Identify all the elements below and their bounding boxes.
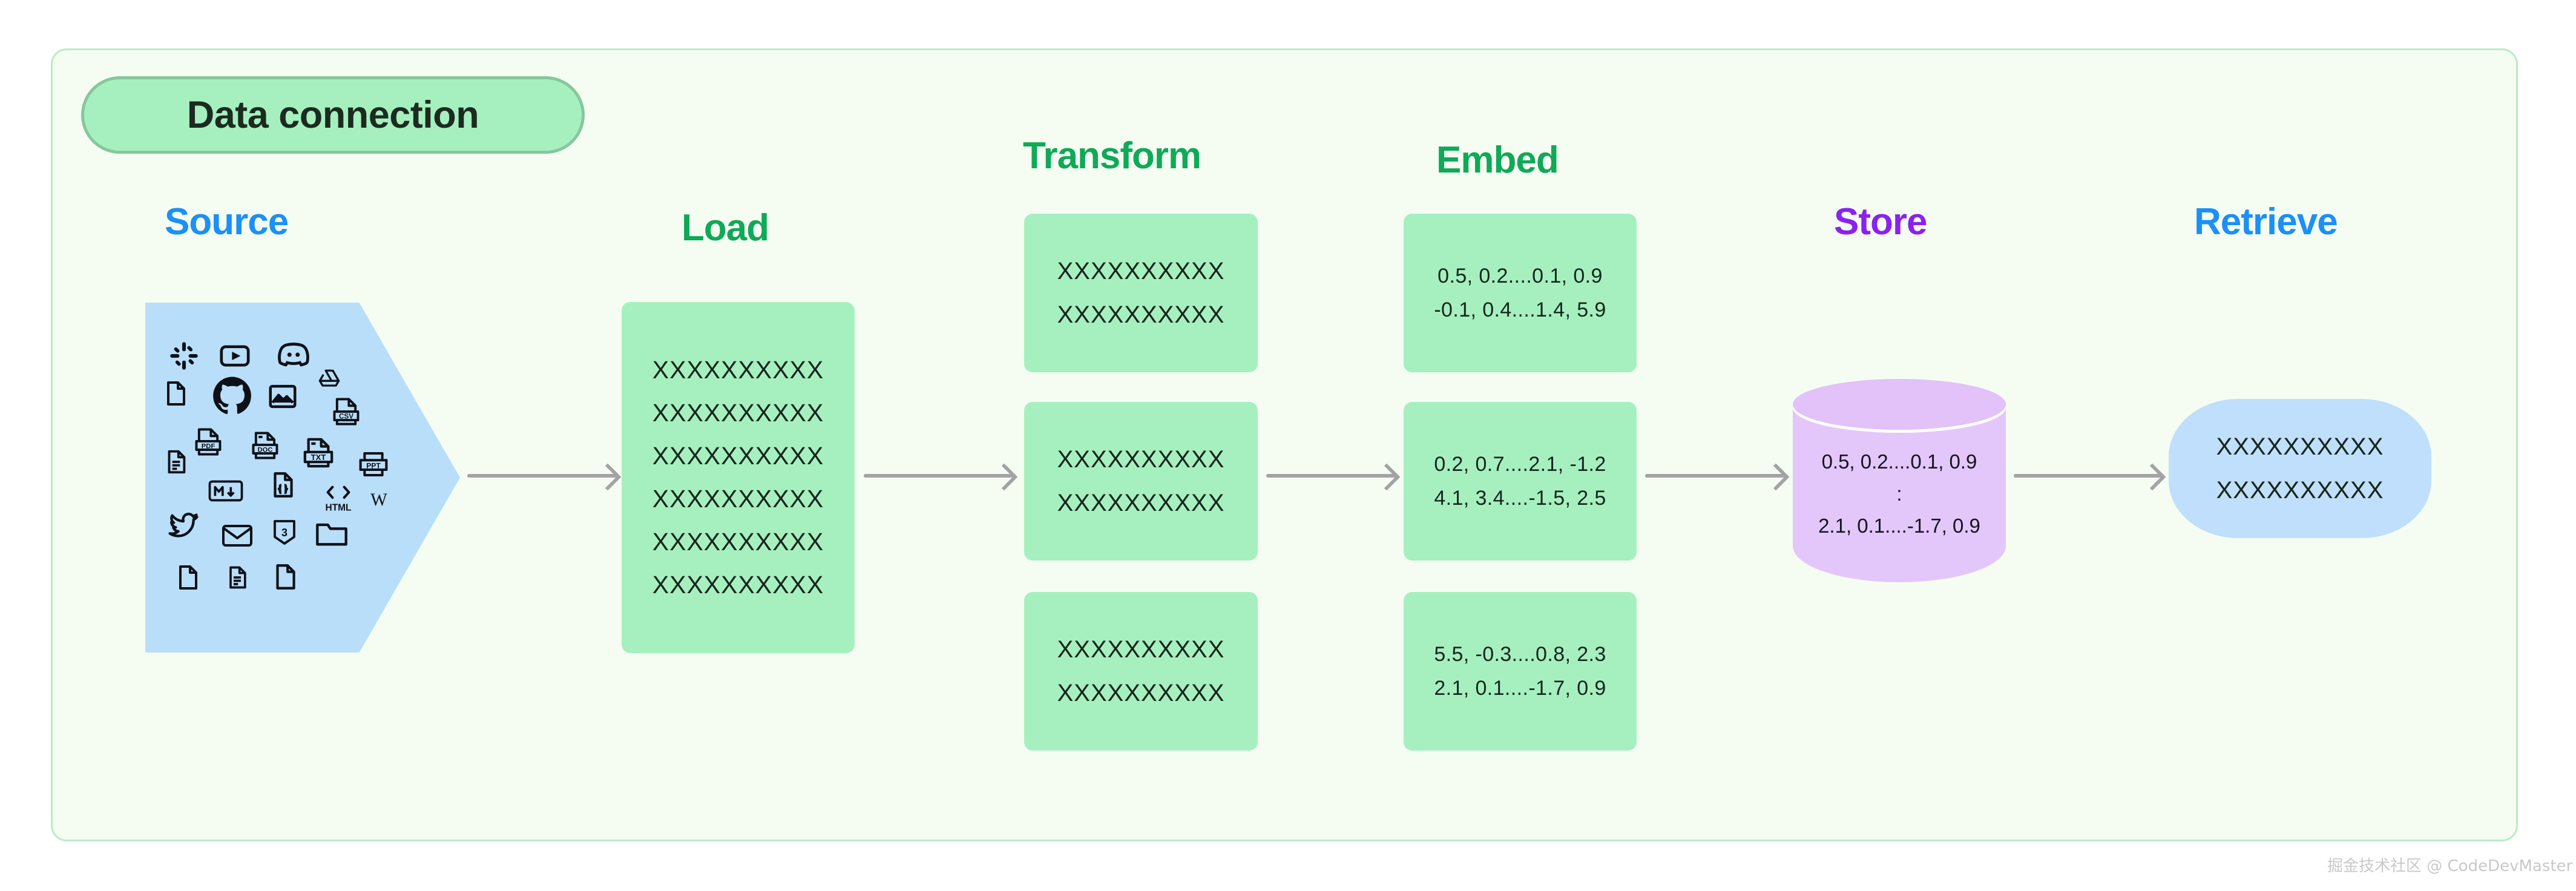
load-line: XXXXXXXXXX [652,442,824,470]
retrieve-line: XXXXXXXXXX [2216,433,2384,460]
arrow-head-icon [594,463,622,491]
transform-line: XXXXXXXXXX [1057,446,1225,473]
transform-card: XXXXXXXXXX XXXXXXXXXX [1024,402,1258,561]
svg-text:CSV: CSV [339,413,353,421]
google-drive-icon [315,364,344,393]
flow-arrow-transform-to-embed [1266,463,1401,491]
transform-line: XXXXXXXXXX [1057,636,1225,663]
embed-card: 5.5, -0.3....0.8, 2.3 2.1, 0.1....-1.7, … [1404,592,1637,751]
svg-text:3: 3 [281,527,288,539]
txt-file-icon: TXT [300,435,337,471]
load-line: XXXXXXXXXX [652,485,824,513]
arrow-shaft [467,474,617,478]
load-line: XXXXXXXXXX [652,399,824,427]
embed-line: -0.1, 0.4....1.4, 5.9 [1434,298,1606,321]
embed-line: 4.1, 3.4....-1.5, 2.5 [1434,487,1606,510]
wikipedia-icon: W [364,484,393,513]
svg-text:PDF: PDF [202,443,215,450]
svg-text:HTML: HTML [326,502,352,513]
retrieve-line: XXXXXXXXXX [2216,477,2384,504]
discord-icon [274,335,313,374]
cylinder-top-ellipse [1793,379,2006,430]
image-icon [265,379,300,414]
load-line: XXXXXXXXXX [652,571,824,599]
cylinder-body [1793,404,2006,582]
arrow-shaft [1645,474,1786,478]
stage-title-retrieve: Retrieve [2194,201,2338,243]
document-lines-icon [161,447,191,477]
embed-card: 0.2, 0.7....2.1, -1.2 4.1, 3.4....-1.5, … [1404,402,1637,561]
watermark: 掘金技术社区 @ CodeDevMaster [2327,857,2573,875]
embed-line: 2.1, 0.1....-1.7, 0.9 [1434,677,1606,700]
json-file-icon [266,469,299,501]
arrow-shaft [864,474,1014,478]
load-card: XXXXXXXXXX XXXXXXXXXX XXXXXXXXXX XXXXXXX… [622,302,855,653]
load-line: XXXXXXXXXX [652,528,824,556]
stage-title-store: Store [1834,201,1927,243]
css3-icon: 3 [270,517,299,548]
svg-text:PPT: PPT [366,461,381,470]
source-icons-group: CSV PDF DOC [145,303,460,653]
svg-text:W: W [370,490,387,510]
stage-title-embed: Embed [1436,139,1559,181]
flow-arrow-source-to-load [467,463,622,491]
youtube-icon [217,338,253,374]
embed-line: 5.5, -0.3....0.8, 2.3 [1434,643,1606,666]
arrow-shaft [1266,474,1396,478]
csv-file-icon: CSV [329,395,363,429]
flow-arrow-store-to-retrieve [2014,463,2166,491]
stage-title-source: Source [165,201,289,243]
load-line: XXXXXXXXXX [652,356,824,384]
file-blank-3-icon [269,561,301,593]
retrieve-card: XXXXXXXXXX XXXXXXXXXX [2169,399,2431,538]
transform-card: XXXXXXXXXX XXXXXXXXXX [1024,592,1258,751]
arrow-shaft [2014,474,2162,478]
arrow-head-icon [990,463,1018,491]
slack-icon [167,339,201,373]
data-connection-badge: Data connection [81,76,585,154]
folder-icon [314,517,350,550]
data-connection-label: Data connection [186,94,479,136]
markdown-icon [207,477,245,505]
file-blank-icon [160,378,191,409]
arrow-head-icon [1373,463,1401,491]
document-lines-2-icon [223,563,252,592]
svg-text:TXT: TXT [311,453,326,462]
transform-line: XXXXXXXXXX [1057,258,1225,284]
embed-card: 0.5, 0.2....0.1, 0.9 -0.1, 0.4....1.4, 5… [1404,214,1637,372]
flow-arrow-load-to-transform [864,463,1018,491]
doc-file-icon: DOC [248,429,282,462]
embed-line: 0.5, 0.2....0.1, 0.9 [1438,265,1603,288]
arrow-head-icon [2138,463,2166,491]
store-line: 2.1, 0.1....-1.7, 0.9 [1818,515,1980,537]
transform-line: XXXXXXXXXX [1057,490,1225,516]
email-icon [220,522,254,550]
transform-card: XXXXXXXXXX XXXXXXXXXX [1024,214,1258,372]
flow-arrow-embed-to-store [1645,463,1790,491]
file-blank-2-icon [172,562,203,593]
store-text-group: 0.5, 0.2....0.1, 0.9 : 2.1, 0.1....-1.7,… [1793,452,2006,536]
stage-title-load: Load [682,207,769,249]
ppt-file-icon: PPT [356,447,391,482]
twitter-icon [165,508,202,544]
github-icon [209,373,255,419]
embed-line: 0.2, 0.7....2.1, -1.2 [1434,453,1606,476]
transform-line: XXXXXXXXXX [1057,301,1225,328]
outer-container [51,48,2518,841]
store-line: 0.5, 0.2....0.1, 0.9 [1821,450,1977,473]
store-line: : [1896,482,1902,505]
stage-title-transform: Transform [1023,135,1201,177]
arrow-head-icon [1762,463,1790,491]
pdf-file-icon: PDF [191,425,225,459]
svg-text:DOC: DOC [258,447,273,454]
store-database-cylinder: 0.5, 0.2....0.1, 0.9 : 2.1, 0.1....-1.7,… [1793,379,2006,582]
transform-line: XXXXXXXXXX [1057,680,1225,706]
html-icon: HTML [320,481,357,515]
